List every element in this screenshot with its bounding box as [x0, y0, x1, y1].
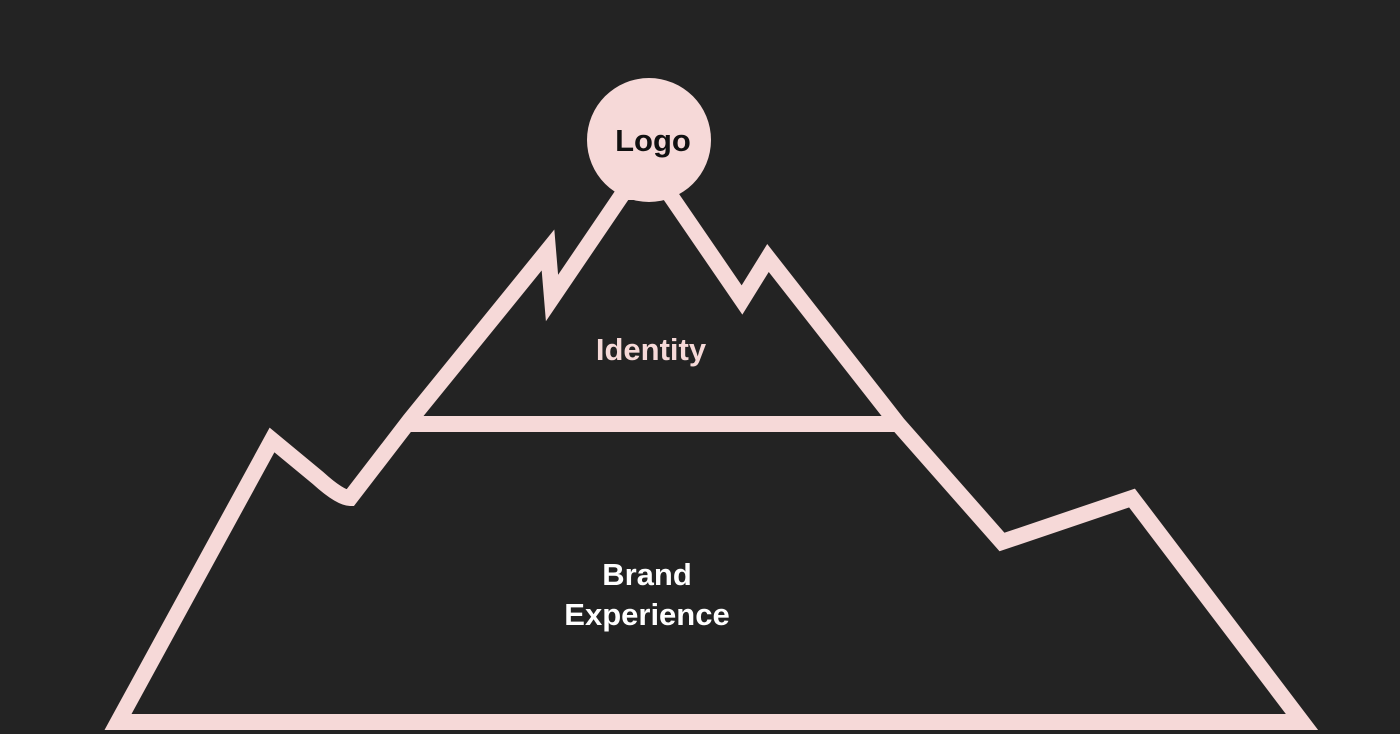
brand-label-line2: Experience	[564, 597, 729, 632]
logo-circle	[587, 78, 711, 202]
logo-label: Logo	[615, 123, 691, 158]
mountain-outline	[104, 184, 1319, 730]
brand-label-line1: Brand	[602, 557, 692, 592]
identity-label: Identity	[596, 332, 707, 367]
